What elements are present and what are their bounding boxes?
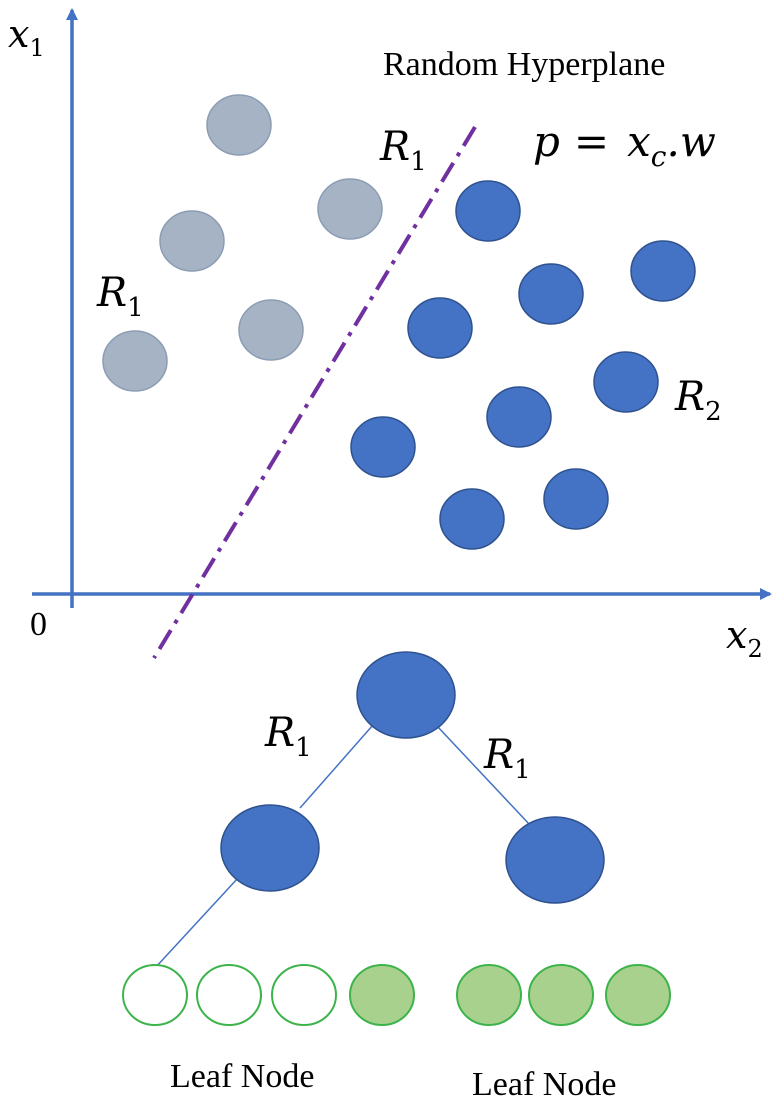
leaf-node-filled [456, 964, 522, 1026]
tree-root-node [356, 651, 456, 739]
tree-edge-left-leaf [154, 877, 239, 969]
tree-right-edge-label: R1 [483, 732, 531, 785]
data-point [238, 299, 304, 361]
tree-nodes [220, 651, 605, 904]
y-axis-label: x1 [8, 12, 45, 62]
tree-right-child-node [505, 816, 605, 904]
region-r1-label: R1 [96, 270, 144, 323]
data-point [543, 468, 609, 530]
leaf-node-label-left: Leaf Node [170, 1058, 314, 1095]
tree-edge-root-left [299, 724, 374, 809]
axes [32, 8, 772, 608]
hyperplane-region-label: R1 [379, 124, 427, 177]
region-r2-points [350, 180, 696, 550]
origin-label: 0 [30, 606, 47, 643]
data-point [630, 240, 696, 302]
data-point [159, 210, 225, 272]
leaf-nodes-left-group [122, 964, 415, 1026]
hyperplane-formula: p=xc.w [533, 117, 716, 173]
data-point [486, 386, 552, 448]
region-r2-label: R2 [674, 374, 722, 427]
tree-edges [154, 724, 531, 969]
data-point [518, 263, 584, 325]
region-r1-points [102, 94, 383, 392]
diagram-title: Random Hyperplane [383, 46, 665, 83]
leaf-node-empty [271, 964, 337, 1026]
data-point [455, 180, 521, 242]
tree-left-edge-label: R1 [264, 710, 312, 763]
data-point [407, 297, 473, 359]
data-point [102, 330, 168, 392]
data-point [350, 416, 416, 478]
leaf-node-filled [605, 964, 671, 1026]
data-point [206, 94, 272, 156]
x-axis-label: x2 [726, 613, 763, 663]
random-hyperplane-line [152, 125, 477, 660]
leaf-node-empty [196, 964, 262, 1026]
leaf-node-filled [528, 964, 594, 1026]
data-point [593, 351, 659, 413]
tree-left-child-node [220, 804, 320, 892]
leaf-node-label-right: Leaf Node [472, 1066, 616, 1103]
data-point [439, 488, 505, 550]
leaf-nodes-right-group [456, 964, 671, 1026]
tree-edge-root-right [436, 725, 531, 826]
leaf-node-filled [349, 964, 415, 1026]
data-point [317, 178, 383, 240]
leaf-node-empty [122, 964, 188, 1026]
